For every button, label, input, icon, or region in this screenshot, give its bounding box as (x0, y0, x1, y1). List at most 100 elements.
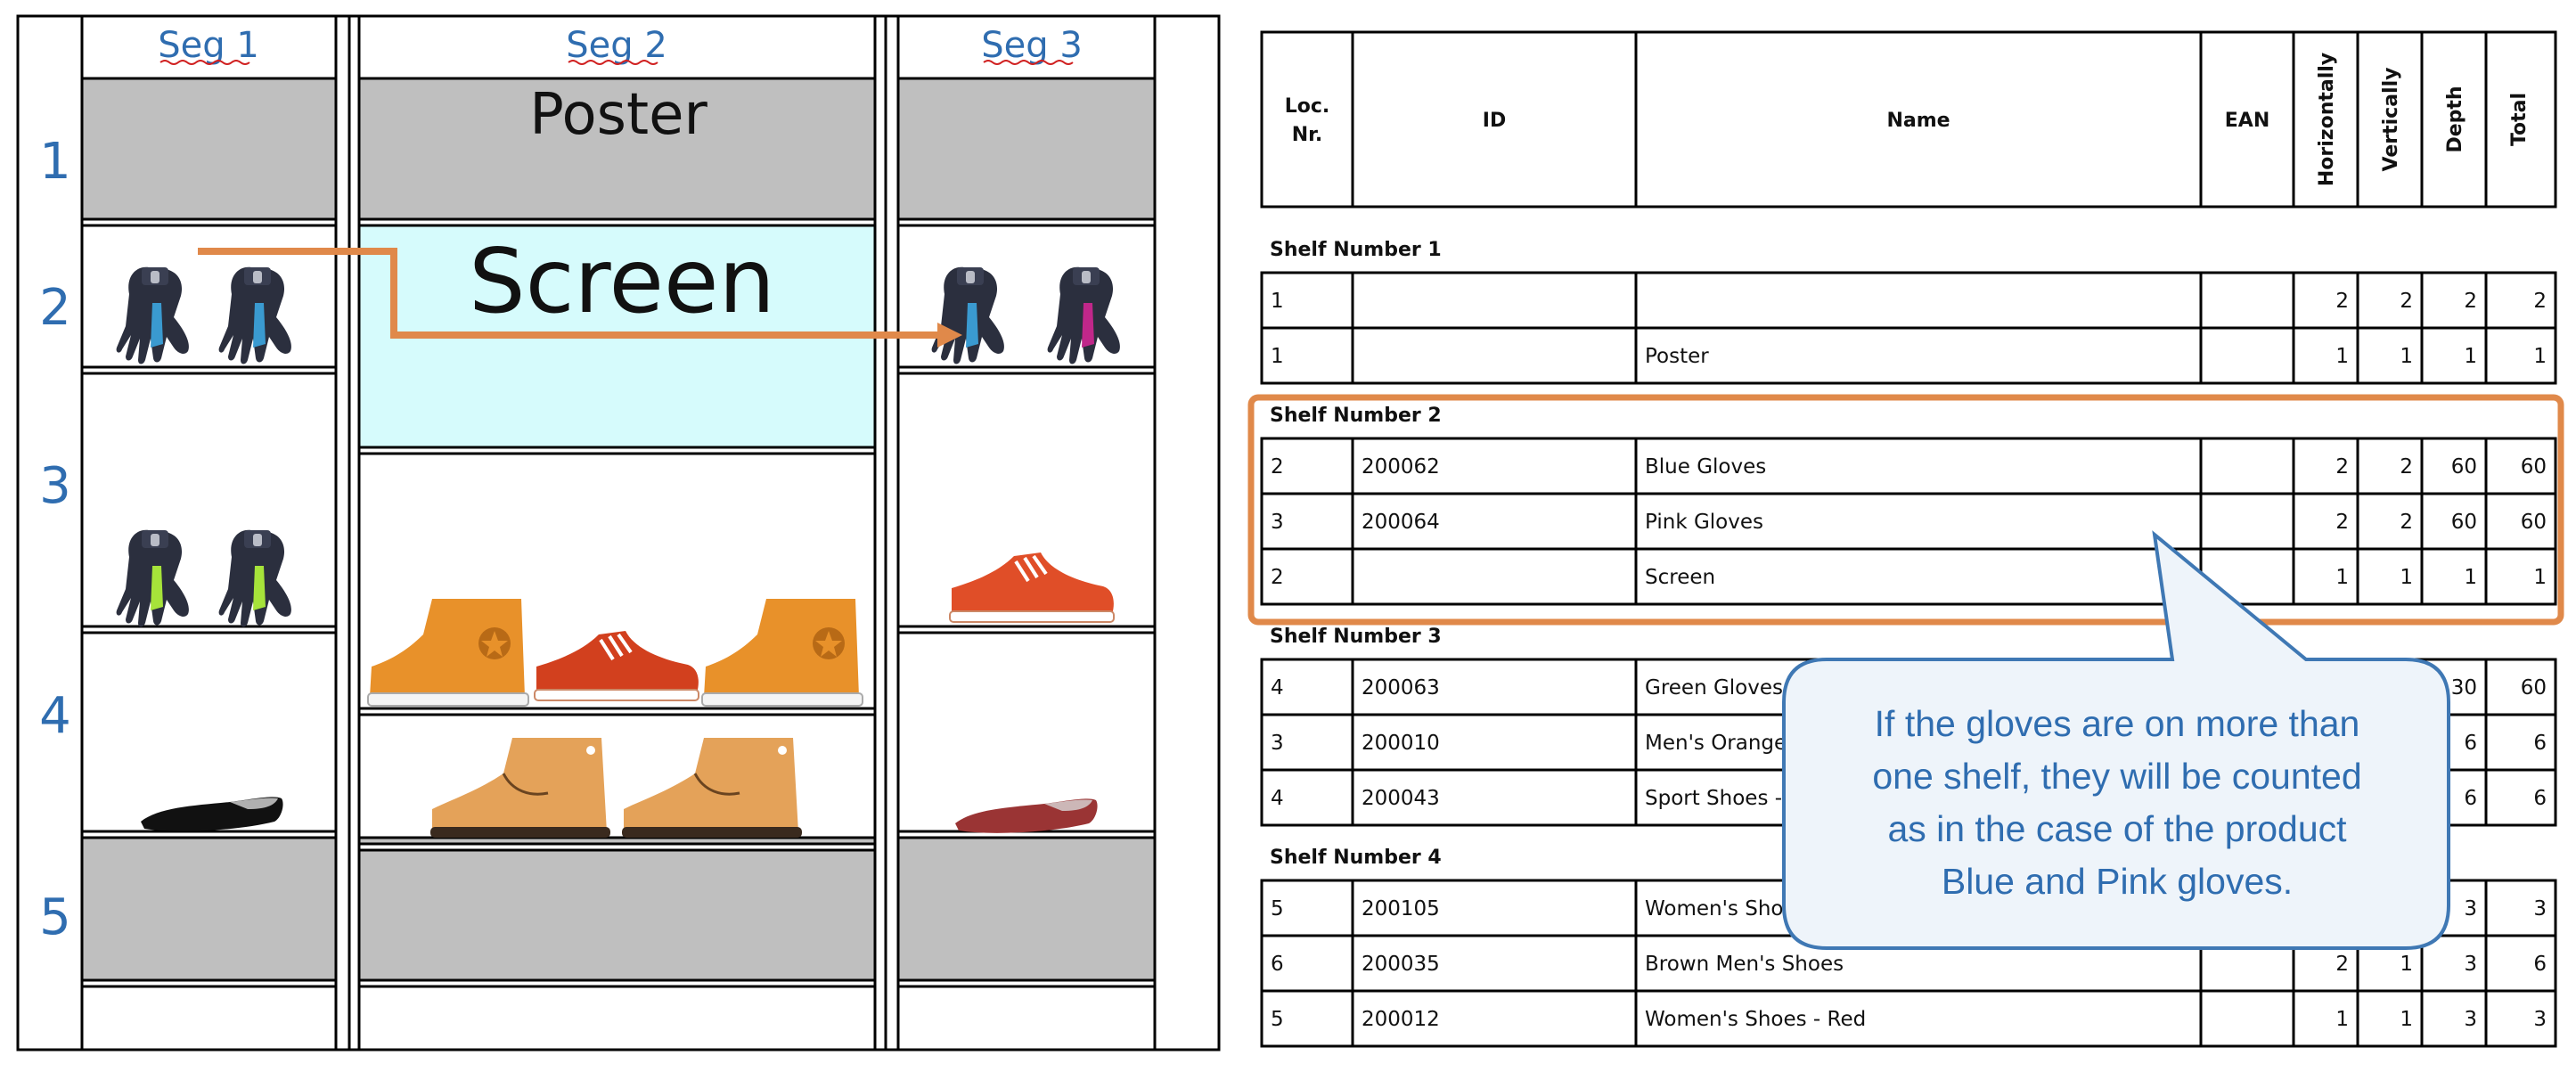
cell-d: 30 (2451, 676, 2477, 700)
segment-title-2: Seg 2 (566, 25, 667, 66)
cell-h: 2 (2335, 953, 2349, 976)
cell-loc: 5 (1271, 1008, 1284, 1031)
blue-gloves-icon (116, 266, 291, 364)
cell-name: Women's Shoe (1645, 897, 1796, 921)
cell-name: Women's Shoes - Red (1645, 1008, 1866, 1031)
cell-d: 60 (2451, 511, 2477, 534)
shelf-number-4: 4 (39, 687, 71, 745)
upright-2 (334, 14, 361, 1052)
header-vertically: Vertically (2380, 68, 2402, 172)
cell-name: Brown Men's Shoes (1645, 953, 1844, 976)
cell-name: Sport Shoes - R (1645, 787, 1803, 810)
cell-h: 1 (2335, 1008, 2349, 1031)
cell-loc: 6 (1271, 953, 1284, 976)
cell-id: 200063 (1362, 676, 1440, 700)
cell-v: 1 (2400, 1008, 2413, 1031)
cell-name: Men's Orange (1645, 732, 1787, 755)
segment-titles: Seg 1 Seg 2 Seg 3 (158, 25, 1083, 66)
cell-v: 2 (2400, 290, 2413, 313)
callout-bubble (1782, 530, 2450, 950)
header-name: Name (1886, 110, 1950, 132)
shelf-number-2: 2 (39, 279, 71, 337)
header-depth: Depth (2444, 86, 2466, 152)
planogram: Seg 1 Seg 2 Seg 3 1 2 3 4 5 (16, 14, 1221, 1052)
cell-t: 6 (2533, 953, 2547, 976)
cell-name: Pink Gloves (1645, 511, 1763, 534)
cell-v: 2 (2400, 511, 2413, 534)
header-ean: EAN (2225, 110, 2269, 132)
shelf-number-5: 5 (39, 888, 71, 946)
callout-line-4: Blue and Pink gloves. (1942, 861, 2293, 902)
cell-loc: 3 (1271, 732, 1284, 755)
cell-loc: 1 (1271, 345, 1284, 368)
cell-id: 200064 (1362, 511, 1440, 534)
cell-id: 200010 (1362, 732, 1440, 755)
poster-label: Poster (529, 82, 707, 148)
cell-d: 1 (2464, 345, 2477, 368)
header-loc-line1: Loc. (1285, 95, 1330, 118)
cell-t: 1 (2533, 345, 2547, 368)
cell-name: Green Gloves (1645, 676, 1783, 700)
header-loc-line2: Nr. (1292, 124, 1322, 146)
green-gloves-icon (116, 529, 291, 627)
cell-id: 200062 (1362, 455, 1440, 479)
section-title: Shelf Number 4 (1270, 847, 1442, 869)
segment-title-3: Seg 3 (981, 25, 1083, 66)
segment-title-1: Seg 1 (158, 25, 259, 66)
cell-t: 60 (2521, 455, 2547, 479)
cell-name: Poster (1645, 345, 1709, 368)
cell-id: 200035 (1362, 953, 1440, 976)
header-id: ID (1483, 110, 1506, 132)
cell-h: 1 (2335, 566, 2349, 589)
callout-line-3: as in the case of the product (1887, 808, 2347, 849)
table-row: 5 200012 Women's Shoes - Red 1 1 3 3 (1260, 989, 2557, 1048)
pink-gloves-icon (931, 266, 1120, 364)
callout-line-2: one shelf, they will be counted (1872, 756, 2361, 797)
cell-d: 3 (2464, 897, 2477, 921)
cell-loc: 4 (1271, 787, 1284, 810)
cell-t: 3 (2533, 1008, 2547, 1031)
cell-t: 60 (2521, 511, 2547, 534)
upright-1 (16, 14, 84, 1052)
upright-4 (1153, 14, 1221, 1052)
section-title: Shelf Number 1 (1270, 239, 1442, 261)
cell-id: 200043 (1362, 787, 1440, 810)
cell-t: 1 (2533, 566, 2547, 589)
cell-loc: 5 (1271, 897, 1284, 921)
cell-d: 1 (2464, 566, 2477, 589)
cell-loc: 3 (1271, 511, 1284, 534)
cell-t: 3 (2533, 897, 2547, 921)
shelf-2-highlight (1247, 394, 2564, 626)
cell-loc: 4 (1271, 676, 1284, 700)
section-title: Shelf Number 3 (1270, 626, 1442, 648)
cell-id: 200012 (1362, 1008, 1440, 1031)
cell-h: 2 (2335, 290, 2349, 313)
shelf-numbers: 1 2 3 4 5 (39, 133, 71, 946)
cell-v: 1 (2400, 953, 2413, 976)
cell-loc: 2 (1271, 566, 1284, 589)
callout: If the gloves are on more than one shelf… (1782, 530, 2450, 950)
cell-t: 60 (2521, 676, 2547, 700)
cell-d: 3 (2464, 1008, 2477, 1031)
screen-label: Screen (469, 229, 775, 333)
header-horizontally: Horizontally (2316, 53, 2338, 186)
cell-d: 60 (2451, 455, 2477, 479)
cell-loc: 2 (1271, 455, 1284, 479)
cell-name: Screen (1645, 566, 1715, 589)
callout-line-1: If the gloves are on more than (1875, 703, 2360, 744)
table-header: Loc. Nr. ID Name EAN Horizontally Vertic… (1260, 30, 2557, 209)
cell-h: 2 (2335, 455, 2349, 479)
shelf-number-3: 3 (39, 457, 71, 515)
cell-d: 6 (2464, 787, 2477, 810)
section-title: Shelf Number 2 (1270, 405, 1442, 427)
header-total: Total (2508, 93, 2531, 146)
cell-h: 2 (2335, 511, 2349, 534)
cell-h: 1 (2335, 345, 2349, 368)
cell-t: 2 (2533, 290, 2547, 313)
shelf-boards (80, 217, 1157, 988)
